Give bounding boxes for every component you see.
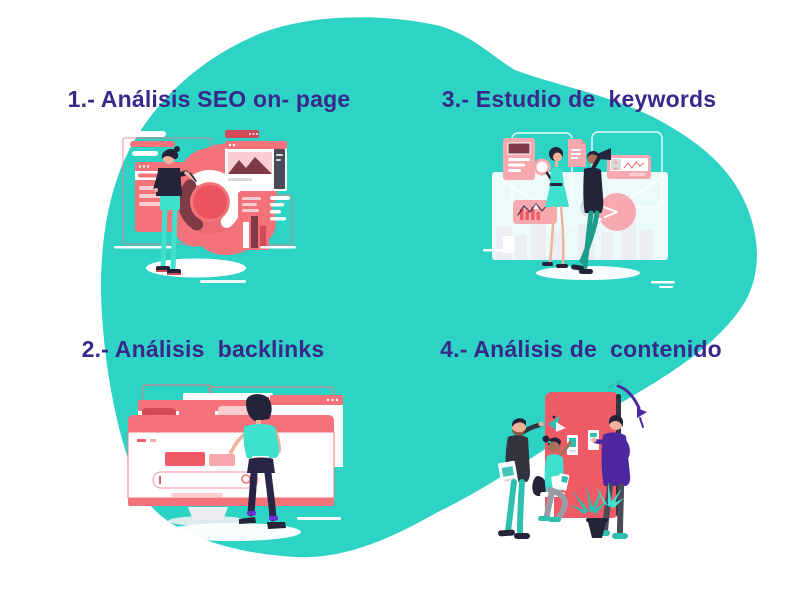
bar-chart [240, 216, 269, 250]
woman-seated [538, 435, 572, 522]
button-primary [165, 452, 205, 466]
mountains-image [228, 157, 272, 174]
man-left [498, 418, 544, 539]
paper-doc-icon [568, 139, 586, 167]
board-card-1 [567, 435, 578, 455]
text-pills-right [270, 196, 290, 221]
magnifier-icon [533, 158, 555, 184]
presentation-wall [492, 172, 668, 260]
person-analyst [153, 146, 197, 275]
woman-with-magnifier [533, 147, 569, 268]
side-panel [238, 192, 268, 226]
main-browser-window [127, 406, 335, 506]
section-title-keywords: 3.- Estudio de keywords [441, 86, 717, 112]
man-right [591, 414, 631, 539]
section-title-backlinks: 2.- Análisis backlinks [81, 336, 325, 362]
potted-plant [570, 482, 624, 538]
ground-shadow [114, 246, 296, 283]
search-bar [152, 471, 259, 489]
ground-shadow [105, 513, 341, 541]
illustration-contenido [498, 380, 647, 539]
illustration-seo-onpage [114, 130, 296, 283]
purple-dart [608, 380, 647, 428]
illustration-keywords [483, 131, 675, 288]
browser-window-topright [225, 130, 287, 191]
document-panel [503, 138, 535, 180]
woman-browsing [228, 394, 286, 529]
section-title-contenido: 4.- Análisis de contenido [440, 336, 722, 362]
button-secondary [209, 454, 235, 466]
text-pills [128, 131, 175, 156]
cards-in-hand [551, 473, 570, 491]
analytics-window [607, 155, 651, 179]
illustration-backlinks [105, 384, 343, 541]
man-with-binoculars [570, 148, 611, 274]
section-title-seo-onpage: 1.- Análisis SEO on- page [67, 86, 351, 112]
